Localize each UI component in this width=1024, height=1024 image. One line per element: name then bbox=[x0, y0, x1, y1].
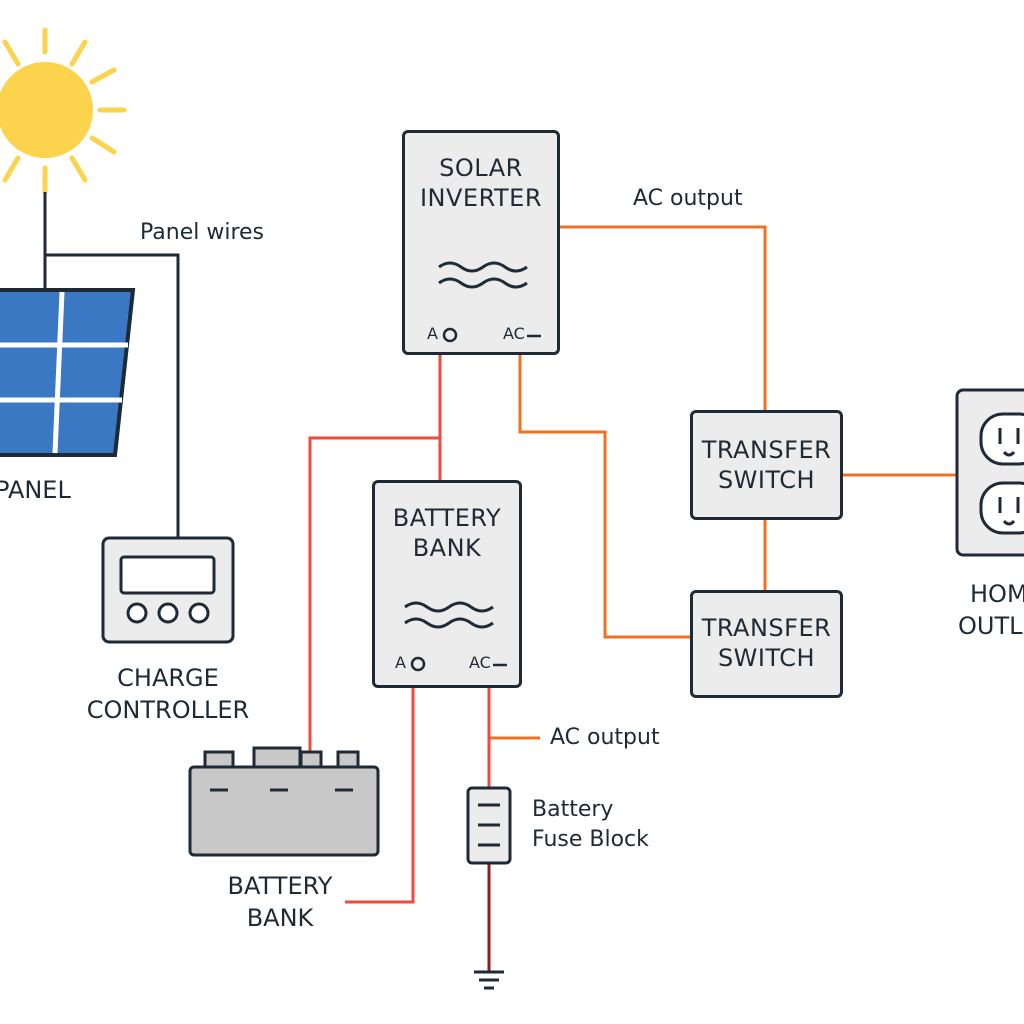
charge-controller-caption: CHARGE CONTROLLER bbox=[78, 662, 258, 726]
transfer-switch-bottom-line1: TRANSFER bbox=[701, 614, 832, 642]
battery-icon bbox=[188, 746, 380, 857]
outlet-icon bbox=[955, 388, 1024, 557]
home-outlet-caption-line2: OUTL bbox=[958, 612, 1023, 640]
solar-inverter-title: SOLAR INVERTER bbox=[405, 153, 557, 213]
sun-icon bbox=[0, 27, 127, 195]
dc-wires bbox=[308, 355, 491, 904]
ac-wave-icon bbox=[438, 261, 528, 289]
transfer-switch-top: TRANSFER SWITCH bbox=[690, 410, 843, 520]
panel-wires-label: Panel wires bbox=[140, 220, 265, 245]
dash-icon bbox=[493, 663, 507, 667]
ac-output-top-label: AC output bbox=[633, 186, 743, 211]
inverter-ac-terminal-label: AC bbox=[503, 324, 525, 343]
solar-inverter-title-line1: SOLAR bbox=[439, 154, 523, 182]
fuse-block-label-line2: Fuse Block bbox=[532, 827, 649, 852]
ac-wave-icon bbox=[404, 601, 494, 629]
transfer-switch-top-line1: TRANSFER bbox=[701, 436, 832, 464]
solar-inverter-box: SOLAR INVERTER A AC bbox=[402, 130, 560, 355]
charge-controller-caption-line1: CHARGE bbox=[117, 664, 219, 692]
fuse-block-label-line1: Battery bbox=[532, 797, 614, 822]
charge-controller-caption-line2: CONTROLLER bbox=[86, 696, 250, 724]
home-outlet-caption-line1: HOM bbox=[970, 580, 1024, 608]
inverter-dc-terminal-label: A bbox=[427, 324, 438, 343]
terminal-circle-icon bbox=[410, 656, 426, 672]
fuse-block-icon bbox=[466, 786, 512, 865]
battery-bank-box: BATTERY BANK A AC bbox=[372, 480, 522, 688]
battery-bank-box-title-line1: BATTERY bbox=[392, 504, 502, 532]
transfer-switch-top-title: TRANSFER SWITCH bbox=[693, 435, 840, 495]
battery-caption: BATTERY BANK bbox=[215, 870, 345, 934]
battery-ac-terminal-label: AC bbox=[469, 653, 491, 672]
transfer-switch-bottom: TRANSFER SWITCH bbox=[690, 590, 843, 698]
transfer-switch-bottom-line2: SWITCH bbox=[717, 644, 816, 672]
battery-bank-box-title: BATTERY BANK bbox=[375, 503, 519, 563]
panel-wires bbox=[43, 192, 180, 538]
battery-dc-terminal-label: A bbox=[395, 653, 406, 672]
ac-output-bottom-label: AC output bbox=[550, 725, 660, 750]
battery-caption-line2: BANK bbox=[246, 904, 314, 932]
terminal-circle-icon bbox=[442, 327, 458, 343]
home-outlet-caption: HOM OUTL bbox=[958, 578, 1024, 642]
transfer-switch-top-line2: SWITCH bbox=[717, 466, 816, 494]
solar-panel-caption: PANEL bbox=[0, 476, 71, 504]
dash-icon bbox=[527, 334, 541, 338]
transfer-switch-bottom-title: TRANSFER SWITCH bbox=[693, 613, 840, 673]
solar-inverter-title-line2: INVERTER bbox=[419, 184, 543, 212]
ground-icon bbox=[474, 970, 504, 990]
fuse-block-label: Battery Fuse Block bbox=[532, 795, 649, 855]
battery-caption-line1: BATTERY bbox=[227, 872, 333, 900]
charge-controller-icon bbox=[101, 536, 235, 644]
solar-panel-icon bbox=[0, 288, 136, 457]
ac-wires bbox=[490, 225, 957, 740]
battery-bank-box-title-line2: BANK bbox=[412, 534, 482, 562]
